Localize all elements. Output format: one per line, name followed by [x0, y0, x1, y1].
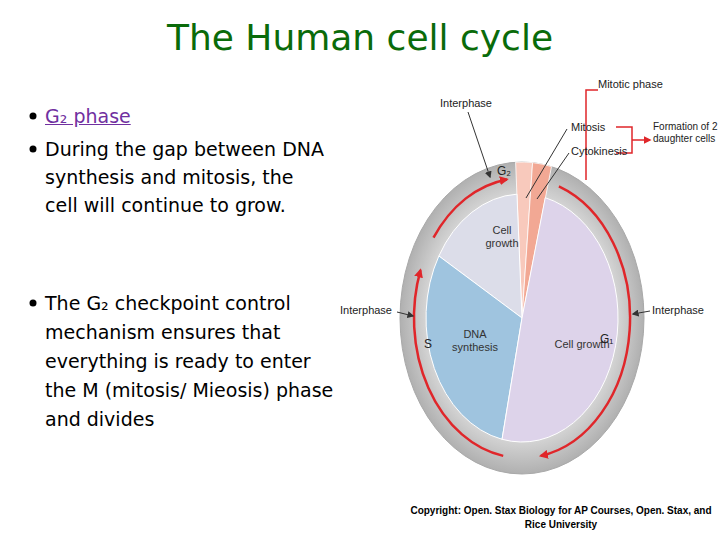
bullet-heading: G₂ phase	[45, 102, 325, 130]
outer-ring	[400, 162, 644, 474]
phase-letter: S	[424, 337, 438, 351]
leader-line	[526, 129, 567, 198]
cycle-arrow	[541, 186, 630, 456]
sector-shape	[439, 194, 522, 318]
stage-label: Mitosis	[571, 121, 631, 134]
leader-line	[468, 112, 490, 177]
phase-activity: DNA synthesis	[447, 328, 503, 354]
sector-outline	[426, 194, 618, 442]
bullet-text: During the gap between DNA synthesis and…	[45, 135, 325, 219]
leader-line	[397, 312, 413, 316]
phase-letter: G₁	[600, 332, 624, 346]
sector-outline	[426, 194, 618, 442]
cytokinesis-wedge	[522, 163, 552, 318]
result-label: Formation of 2 daughter cells	[653, 121, 719, 145]
copyright-note: Copyright: Open. Stax Biology for AP Cou…	[408, 504, 714, 532]
sector-shape	[502, 198, 618, 442]
bullet-dot	[30, 146, 37, 153]
g2-sector: Cell growth	[426, 194, 618, 442]
g1-sector: Cell growth	[426, 194, 618, 442]
slide-title: The Human cell cycle	[60, 16, 660, 60]
phase-letter: G₂	[497, 164, 521, 178]
s-sector: DNA synthesis	[426, 194, 618, 442]
cycle-arrow	[414, 270, 503, 456]
phase-activity: Cell growth	[479, 224, 525, 250]
phase-label: Interphase	[440, 97, 510, 110]
stage-label: Cytokinesis	[571, 145, 641, 158]
sector-outline	[426, 194, 618, 442]
phase-label: Mitotic phase	[598, 78, 688, 91]
bullet-dot	[30, 113, 37, 120]
phase-bracket	[586, 90, 598, 180]
leader-line	[633, 311, 650, 314]
cycle-arrow	[434, 179, 508, 237]
phase-label: Interphase	[340, 304, 400, 317]
phase-label: Interphase	[652, 304, 718, 317]
leader-line	[537, 153, 569, 199]
result-arrow	[632, 139, 650, 141]
bullet-dot	[30, 300, 37, 307]
bullet-text: The G₂ checkpoint control mechanism ensu…	[45, 289, 337, 434]
sector-shape	[426, 256, 522, 439]
